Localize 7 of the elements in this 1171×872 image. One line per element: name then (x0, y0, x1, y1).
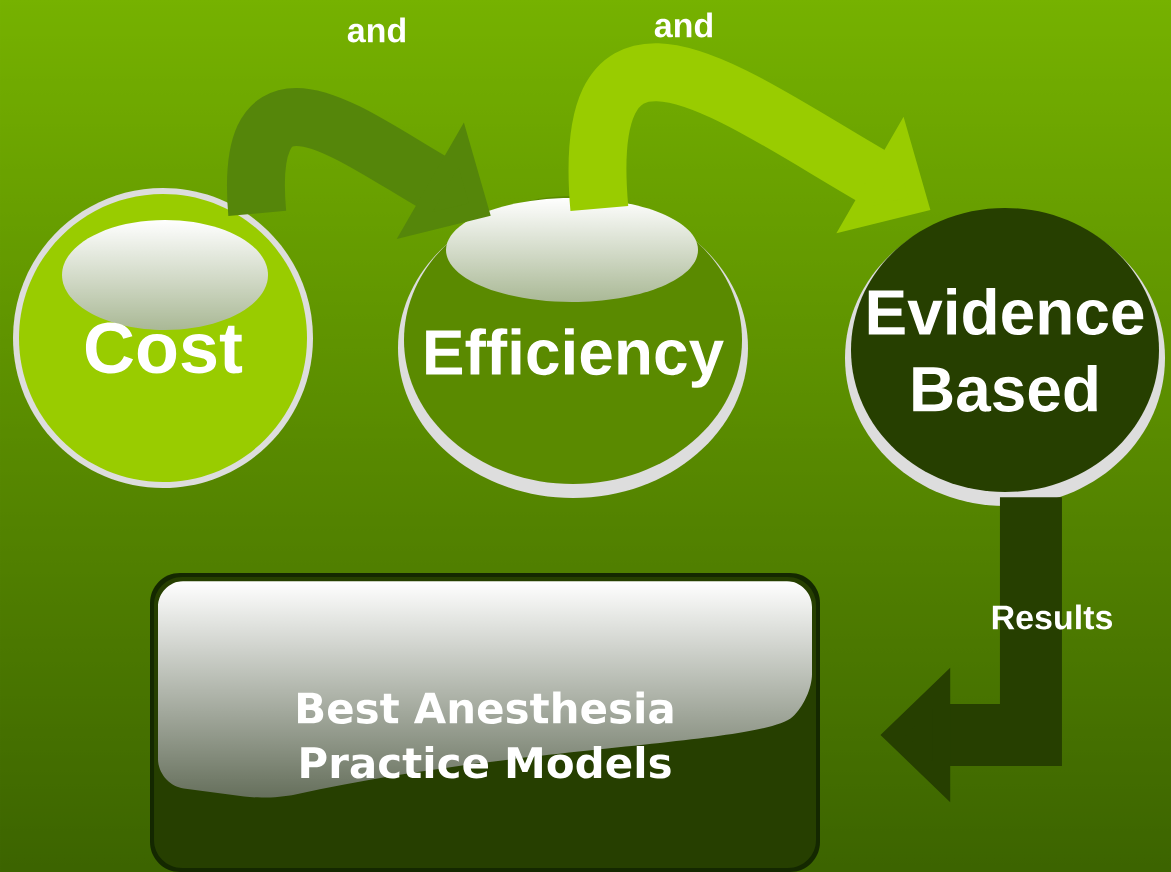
circle-node: Efficiency (398, 196, 748, 498)
edge-label: Results (992, 604, 1112, 630)
circle-node: Cost (13, 188, 313, 488)
edge-label: and (347, 17, 405, 43)
rounded-box: Best Anesthesia Practice Models (150, 573, 820, 872)
circle-node: Evidence Based (845, 208, 1165, 506)
edge-label: and (654, 12, 712, 38)
